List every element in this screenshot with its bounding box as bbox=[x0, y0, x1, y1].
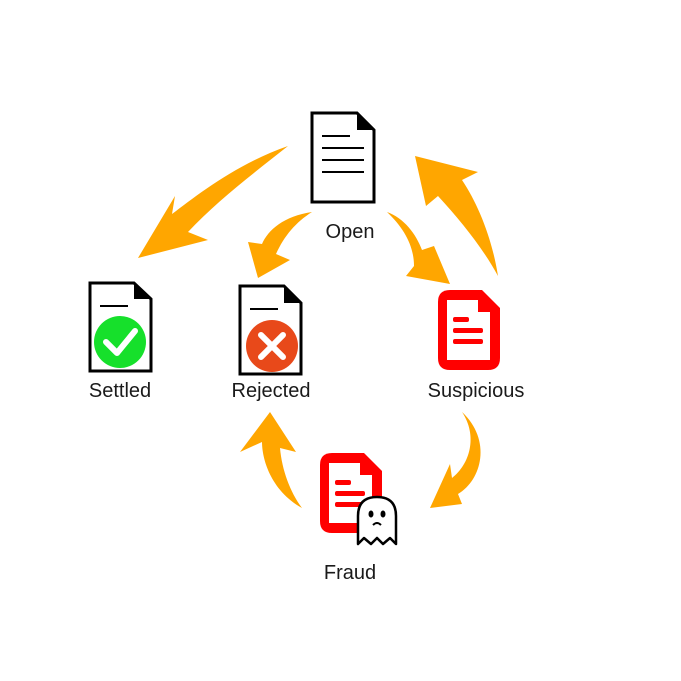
arrow-fraud-to-rejected bbox=[240, 412, 302, 508]
arrow-open-to-rejected bbox=[248, 212, 312, 278]
node-label-open: Open bbox=[325, 221, 375, 243]
document-icon bbox=[310, 111, 376, 204]
node-label-suspicious: Suspicious bbox=[427, 380, 525, 402]
node-label-settled: Settled bbox=[88, 380, 152, 402]
node-suspicious bbox=[438, 290, 500, 370]
arrow-open-to-suspicious bbox=[387, 212, 450, 284]
document-check-icon bbox=[88, 281, 153, 373]
node-label-fraud: Fraud bbox=[323, 562, 377, 584]
node-rejected bbox=[238, 284, 303, 376]
node-settled bbox=[88, 281, 153, 373]
arrow-open-to-settled bbox=[138, 146, 288, 258]
node-open bbox=[310, 111, 376, 204]
transition-arrows bbox=[138, 146, 498, 508]
arrow-suspicious-to-fraud bbox=[430, 412, 481, 508]
node-fraud bbox=[320, 453, 398, 546]
node-label-rejected: Rejected bbox=[231, 380, 311, 402]
ghost-icon bbox=[356, 495, 398, 546]
arrow-suspicious-to-open bbox=[415, 156, 498, 276]
red-document-icon bbox=[438, 290, 500, 370]
document-x-icon bbox=[238, 284, 303, 376]
